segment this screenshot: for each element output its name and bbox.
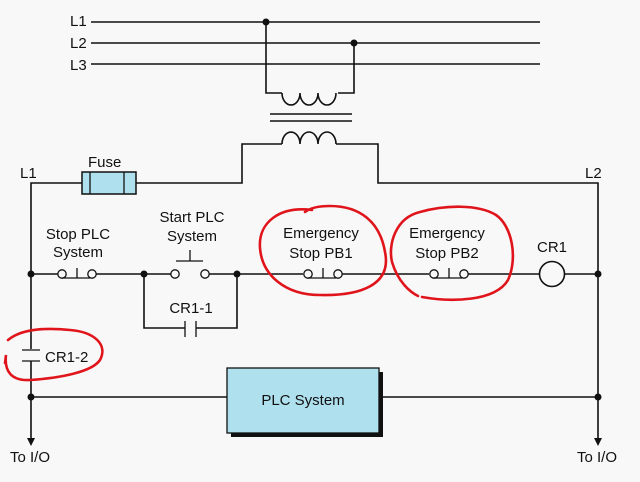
plc-system-label: PLC System — [261, 392, 344, 409]
highlight-circle-estop2 — [389, 205, 515, 301]
highlight-circle-cr1-2 — [3, 327, 104, 382]
supply-label-l2: L2 — [70, 35, 87, 52]
stop-plc-label-2: System — [53, 244, 103, 261]
secondary-lead-left — [136, 143, 282, 184]
primary-lead-right — [338, 43, 355, 94]
left-rail: L1 L2 Fuse — [20, 154, 602, 440]
estop2-label-2: Stop PB2 — [415, 245, 478, 262]
supply-label-l1: L1 — [70, 13, 87, 30]
cr1-1-label: CR1-1 — [169, 300, 212, 317]
io-outputs: To I/O To I/O — [10, 438, 617, 466]
cr1-1-holding-contact: CR1-1 — [143, 274, 238, 337]
stop-plc-label-1: Stop PLC — [46, 226, 110, 243]
primary-coil — [281, 92, 337, 106]
cr1-label: CR1 — [537, 239, 567, 256]
cr1-2-label: CR1-2 — [45, 349, 88, 366]
to-io-right-label: To I/O — [577, 449, 617, 466]
red-annotations — [3, 204, 515, 382]
estop2-label-1: Emergency — [409, 225, 485, 242]
supply-label-l3: L3 — [70, 57, 87, 74]
arrow-down-icon — [27, 438, 35, 446]
rail-label-l2: L2 — [585, 165, 602, 182]
fuse-label: Fuse — [88, 154, 121, 171]
highlight-circle-estop1 — [258, 204, 388, 297]
secondary-lead-right — [336, 143, 599, 440]
secondary-coil — [281, 131, 337, 145]
cr1-coil: CR1 — [537, 239, 567, 288]
left-rail-wire — [30, 182, 82, 440]
plc-rung: PLC System — [27, 367, 602, 437]
plc-system-box — [226, 367, 380, 434]
stop-plc-pushbutton: Stop PLC System — [46, 226, 110, 279]
cr1-2-contact: CR1-2 — [22, 349, 88, 366]
to-io-left-label: To I/O — [10, 449, 50, 466]
start-plc-pushbutton: Start PLC System — [159, 209, 225, 279]
emergency-stop-pb2: Emergency Stop PB2 — [409, 225, 485, 279]
arrow-down-icon — [594, 438, 602, 446]
start-plc-label-2: System — [167, 228, 217, 245]
emergency-stop-pb1: Emergency Stop PB1 — [283, 225, 359, 279]
fuse — [81, 171, 137, 195]
transformer — [136, 22, 599, 440]
control-rung: Stop PLC System Start PLC System CR1-1 — [27, 209, 602, 337]
rail-label-l1: L1 — [20, 165, 37, 182]
primary-lead-left — [265, 22, 282, 94]
estop1-label-2: Stop PB1 — [289, 245, 352, 262]
estop1-label-1: Emergency — [283, 225, 359, 242]
supply-lines: L1 L2 L3 — [70, 13, 540, 74]
start-plc-label-1: Start PLC — [159, 209, 224, 226]
